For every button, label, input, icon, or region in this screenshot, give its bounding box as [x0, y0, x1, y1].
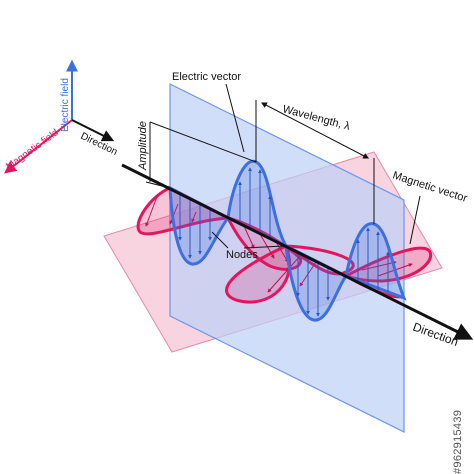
propagation-axis [121, 163, 474, 340]
direction-axis-label: Direction [79, 131, 119, 158]
amplitude-marker [145, 121, 257, 189]
nodes-label: Nodes [226, 249, 258, 261]
magnetic-wave [136, 186, 433, 304]
direction-axis-arrow [71, 119, 115, 142]
magnetic-field-label: Magnetic field [4, 127, 60, 172]
axes-triad: Electric field Magnetic field Direction [4, 59, 119, 174]
magnetic-vector-leader [409, 195, 421, 245]
stock-id: #962915439 [452, 409, 464, 474]
direction-label: Direction [411, 320, 460, 349]
nodes-leaders [211, 231, 285, 249]
electric-field-label: Electric field [60, 78, 71, 132]
electric-vector-leader [225, 83, 245, 153]
wavelength-marker [255, 100, 375, 224]
magnetic-field-axis-arrow [4, 119, 73, 174]
amplitude-label: Amplitude [137, 121, 149, 171]
electric-vector-label: Electric vector [172, 71, 241, 83]
